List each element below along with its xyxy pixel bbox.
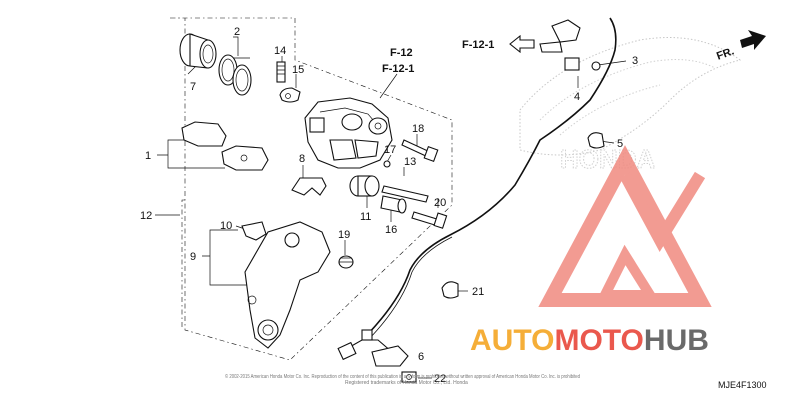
- watermark-moto: MOTO: [554, 324, 643, 357]
- slide-pin: [381, 185, 429, 203]
- wire-clamp: [587, 132, 605, 149]
- pad-spring: [291, 177, 327, 196]
- callout-4: 4: [574, 91, 580, 103]
- callout-15: 15: [292, 64, 304, 76]
- callout-18: 18: [412, 123, 424, 135]
- caliper-body: [304, 97, 393, 169]
- watermark-wordmark: AUTOMOTOHUB: [470, 324, 709, 357]
- reference-labels: F-12 F-12-1 F-12-1 FR.: [382, 39, 736, 75]
- copyright-text-2: Registered trademarks of Honda Motor Co.…: [345, 380, 468, 386]
- pin-boot: [349, 175, 380, 197]
- piston-part: [179, 33, 217, 69]
- callout-2: 2: [234, 26, 240, 38]
- diagram-code: MJE4F1300: [718, 380, 767, 390]
- honda-wing-logo: HONDA: [519, 37, 742, 175]
- watermark-auto: AUTO: [470, 324, 554, 357]
- seal-rings: [218, 54, 252, 96]
- sensor-bracket: [371, 345, 409, 367]
- bracket-bolt: [411, 211, 448, 229]
- callout-21: 21: [472, 286, 484, 298]
- callout-19: 19: [338, 229, 350, 241]
- o-ring: [383, 160, 391, 168]
- callout-20: 20: [434, 197, 446, 209]
- callout-14: 14: [274, 45, 286, 57]
- front-direction-arrow: [740, 30, 766, 50]
- callout-1: 1: [145, 150, 151, 162]
- watermark-logo: [538, 145, 712, 307]
- front-label: FR.: [715, 45, 736, 62]
- footer: © 2002-2015 American Honda Motor Co. Inc…: [225, 373, 767, 390]
- watermark-hub: HUB: [644, 324, 709, 357]
- brake-pads: [181, 121, 269, 171]
- callout-10: 10: [220, 220, 232, 232]
- rubber-boot: [338, 255, 354, 269]
- callout-5: 5: [617, 138, 623, 150]
- callout-labels: 1 2 3 4 5 6 7 8 9 10 11 12 13 14 15 16 1…: [140, 26, 638, 385]
- callout-6: 6: [418, 351, 424, 363]
- callout-22: 22: [434, 373, 446, 385]
- callout-8: 8: [299, 153, 305, 165]
- svg-text:AUTOMOTOHUB: AUTOMOTOHUB: [470, 324, 709, 357]
- caliper-reference-f121[interactable]: F-12-1: [382, 63, 414, 75]
- callout-7: 7: [190, 81, 196, 93]
- slide-pin-2: [380, 195, 407, 214]
- assembly-boundary: [170, 17, 453, 361]
- callout-16: 16: [385, 224, 397, 236]
- caliper-reference-f12[interactable]: F-12: [390, 47, 413, 59]
- caliper-bolt: [401, 139, 439, 163]
- bleeder-screw: [276, 61, 286, 83]
- wire-clip: [441, 281, 459, 299]
- reference-arrow[interactable]: [509, 34, 535, 54]
- bleeder-cap: [279, 87, 301, 103]
- sensor-bolt: [401, 371, 417, 383]
- callout-12: 12: [140, 210, 152, 222]
- callout-13: 13: [404, 156, 416, 168]
- caliper-bracket: [244, 221, 331, 349]
- copyright-text: © 2002-2015 American Honda Motor Co. Inc…: [225, 373, 580, 380]
- leader-lines: [155, 36, 627, 379]
- sensor-connector: [539, 19, 601, 71]
- callout-17: 17: [384, 144, 396, 156]
- retainer-clip: [241, 221, 267, 241]
- honda-brand-text: HONDA: [560, 144, 656, 174]
- callout-3: 3: [632, 55, 638, 67]
- callout-11: 11: [360, 211, 371, 223]
- callout-9: 9: [190, 251, 196, 263]
- sensor-reference-f121[interactable]: F-12-1: [462, 39, 494, 51]
